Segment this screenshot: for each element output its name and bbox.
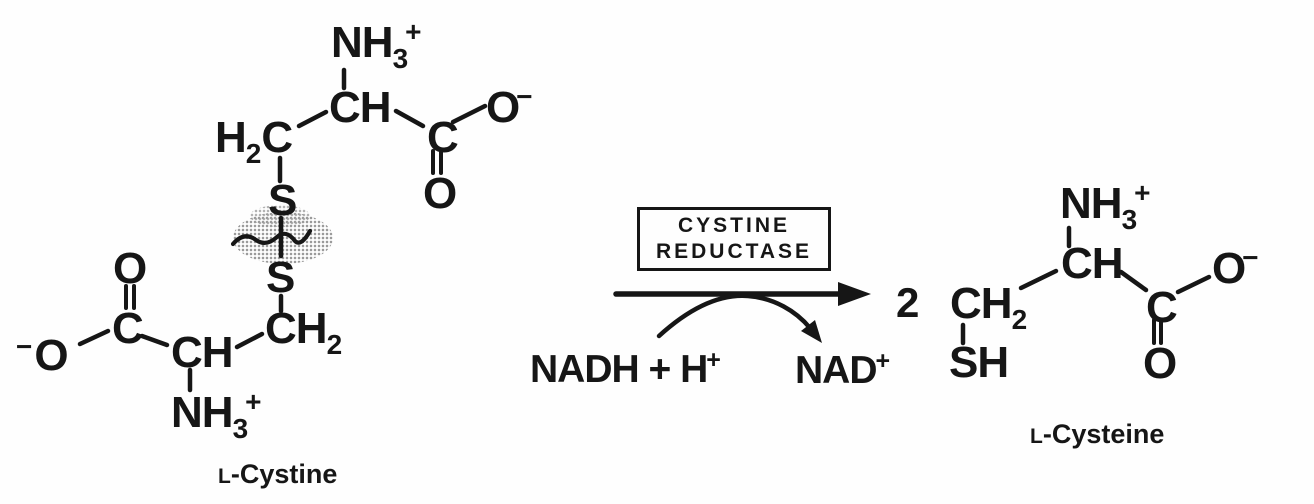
cystine-upper-sulfur: S [268, 176, 297, 225]
cystine-lower-carboxylate-oxygen: −O [16, 331, 69, 380]
bond-ch2-ch [1018, 268, 1059, 291]
cofactor-nad: NAD+ [795, 347, 891, 392]
bond-h2c-ch [296, 109, 329, 129]
cysteine-carboxyl-carbon: C [1146, 283, 1178, 332]
cystine-lower-unit-bonds [77, 284, 284, 393]
enzyme-name-box: CYSTINE REDUCTASE [637, 207, 831, 271]
enzyme-name-line1: CYSTINE [677, 213, 790, 237]
cystine-lower-carboxyl-carbon: C [112, 304, 144, 353]
enzyme-name-line2: REDUCTASE [655, 240, 813, 263]
cystine-upper-carboxyl-carbon: C [427, 113, 459, 162]
arc-shaft [656, 293, 813, 339]
bond-o-minus-c [77, 328, 111, 347]
cysteine-carboxylate-oxygen: O− [1212, 242, 1259, 293]
cystine-upper-methylene: H2C [215, 113, 293, 169]
cysteine-label: L-Cysteine [1030, 419, 1165, 449]
bond-c-o-minus [1175, 274, 1212, 295]
cysteine-thiol-group: SH [949, 338, 1009, 387]
cysteine-carbonyl-oxygen: O [1143, 339, 1177, 388]
cystine-lower-carbonyl-oxygen: O [113, 244, 147, 293]
cystine-upper-amino-group: NH3+ [331, 16, 422, 74]
cysteine-methylene: CH2 [950, 279, 1028, 335]
arc-arrow-head [801, 320, 822, 343]
bond-ch-c [1118, 269, 1149, 293]
cystine-lower-amino-group: NH3+ [171, 386, 262, 444]
cofactor-arc-arrow [656, 293, 822, 343]
cystine-label: L-Cystine [218, 459, 338, 489]
bond-c-o-minus [450, 103, 488, 125]
arrow-head [838, 282, 871, 306]
cystine-upper-carboxylate-oxygen: O− [486, 81, 533, 132]
disulfide-cleavage-squiggle [230, 228, 313, 247]
main-reaction-arrow [613, 282, 871, 306]
cystine-upper-unit-bonds [277, 67, 488, 184]
cysteine-amino-group: NH3+ [1060, 177, 1151, 235]
product-stoichiometric-coefficient: 2 [896, 279, 920, 326]
cystine-lower-alpha-carbon: CH [171, 328, 234, 377]
bond-c-ch [139, 333, 170, 348]
cystine-lower-sulfur: S [266, 253, 295, 302]
cystine-upper-alpha-carbon: CH [329, 83, 392, 132]
bond-ch-c [393, 108, 426, 129]
bond-ch-ch2 [234, 331, 265, 350]
cofactor-nadh: NADH + H+ [530, 346, 721, 391]
cystine-lower-methylene: CH2 [265, 304, 343, 360]
cystine-upper-carbonyl-oxygen: O [423, 169, 457, 218]
cysteine-bonds [960, 225, 1212, 346]
cysteine-alpha-carbon: CH [1061, 239, 1124, 288]
